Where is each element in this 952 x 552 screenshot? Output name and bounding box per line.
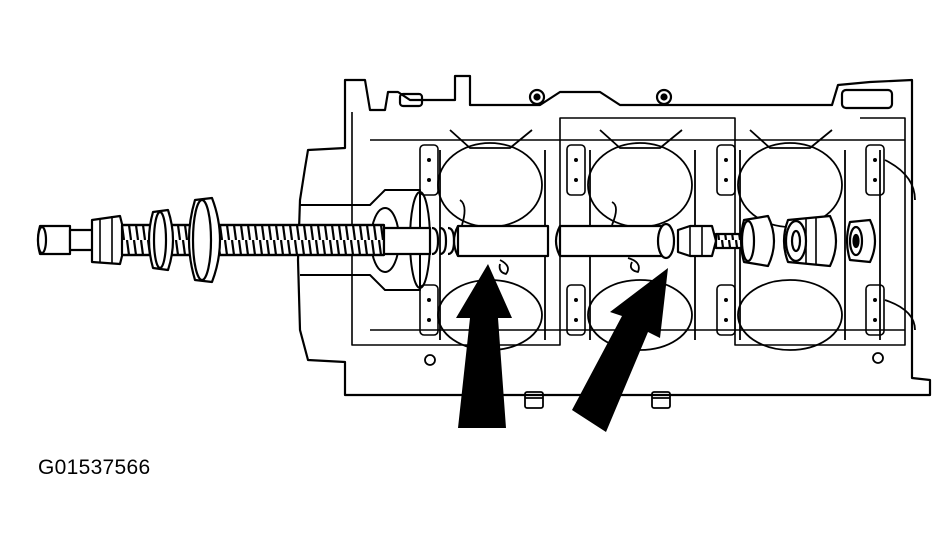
bore-3 [737,129,846,351]
tool-sleeve-3 [558,224,666,258]
callout-arrow-left [456,264,512,428]
head-face [351,112,906,346]
retainer-clip-2 [611,201,640,273]
bore-4 [879,150,916,340]
tool-sleeve-2 [456,224,550,258]
lug-1 [528,88,546,106]
tool-spring [431,226,456,256]
tool-small-nut [676,224,718,258]
bottom-bolts [424,352,884,409]
callout-arrow-right [572,268,668,432]
bolt-bosses [419,144,885,336]
tool-sleeve-1 [382,226,432,256]
service-tool [36,196,877,284]
lug-2 [655,88,673,106]
block-outline [296,74,932,397]
figure-id-label: G01537566 [38,456,151,479]
retainer-clip-1 [459,199,509,275]
